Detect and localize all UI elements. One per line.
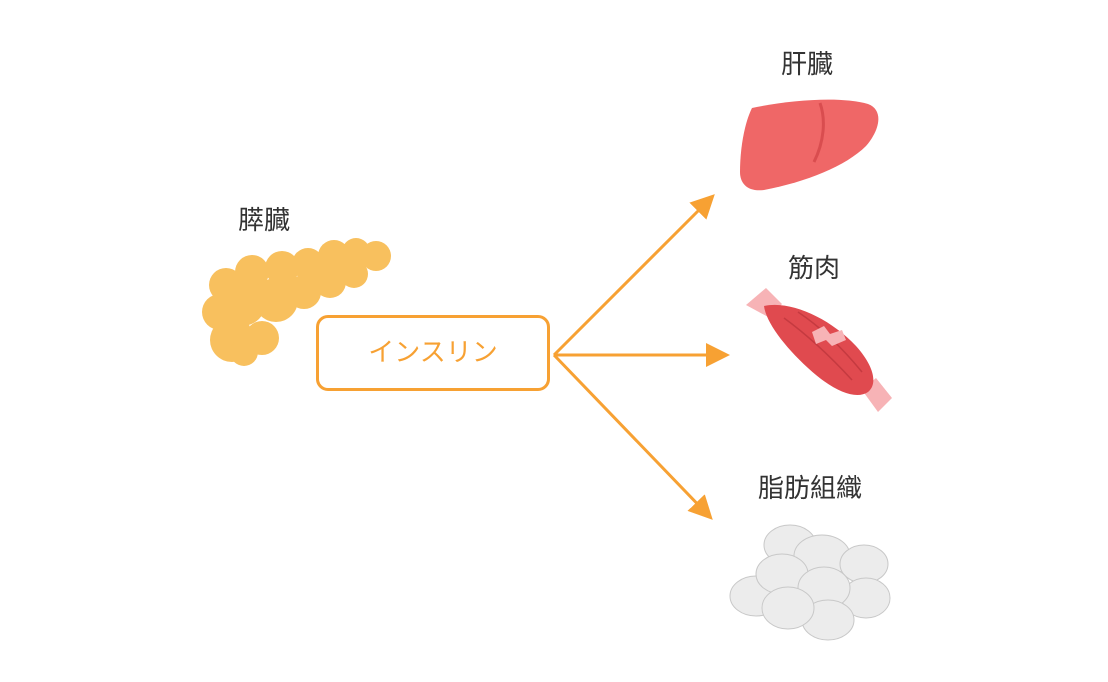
insulin-box: インスリン: [316, 315, 550, 391]
insulin-label: インスリン: [368, 338, 498, 368]
pancreas-icon: [202, 238, 391, 366]
arrow-to-fat: [552, 353, 713, 520]
liver-label: 肝臓: [781, 50, 834, 80]
muscle-label: 筋肉: [788, 254, 841, 284]
liver-icon: [740, 99, 879, 191]
arrow-to-liver: [552, 194, 715, 357]
fat-tissue-label: 脂肪組織: [758, 474, 863, 504]
muscle-icon: [746, 288, 892, 412]
arrows: [552, 194, 730, 520]
pancreas-label: 膵臓: [238, 206, 291, 236]
fat-tissue-icon: [729, 524, 891, 641]
